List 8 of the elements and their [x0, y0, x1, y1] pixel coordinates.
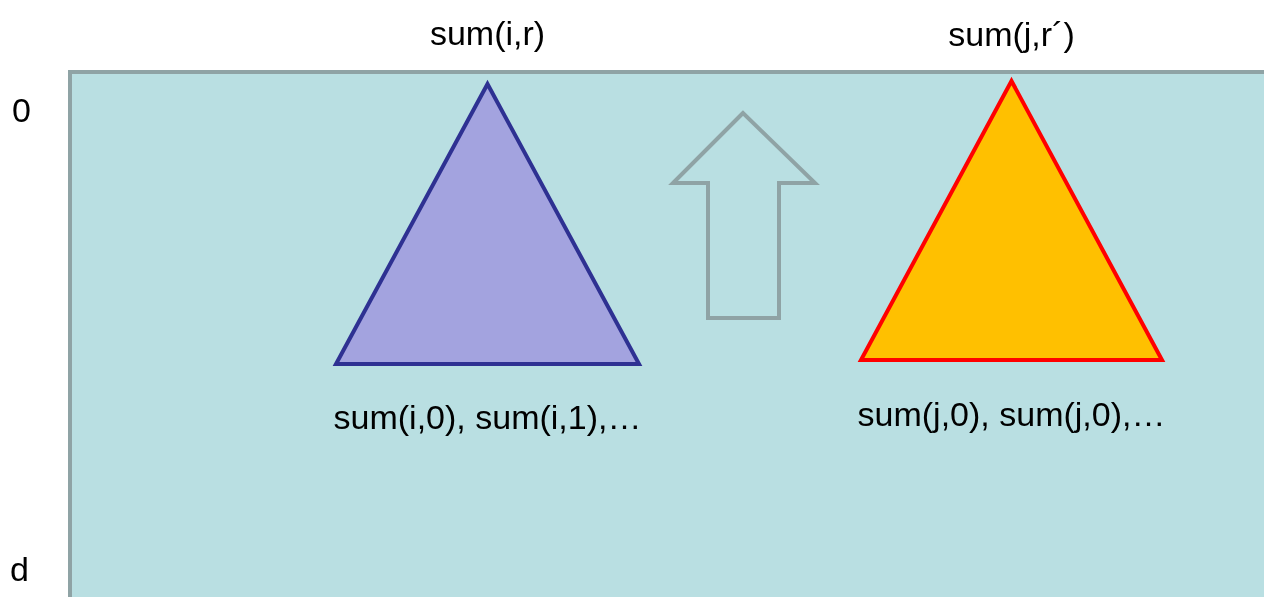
apex-label: sum(i,r): [429, 16, 546, 50]
triangle: [334, 82, 641, 366]
apex-label: sum(j,r´): [948, 17, 1075, 51]
axis-label: 0: [12, 93, 31, 127]
base-label: sum(j,0), sum(j,0),…: [857, 397, 1166, 431]
base-label: sum(i,0), sum(i,1),…: [333, 400, 642, 434]
triangle: [859, 79, 1164, 362]
axis-label: d: [10, 552, 29, 586]
